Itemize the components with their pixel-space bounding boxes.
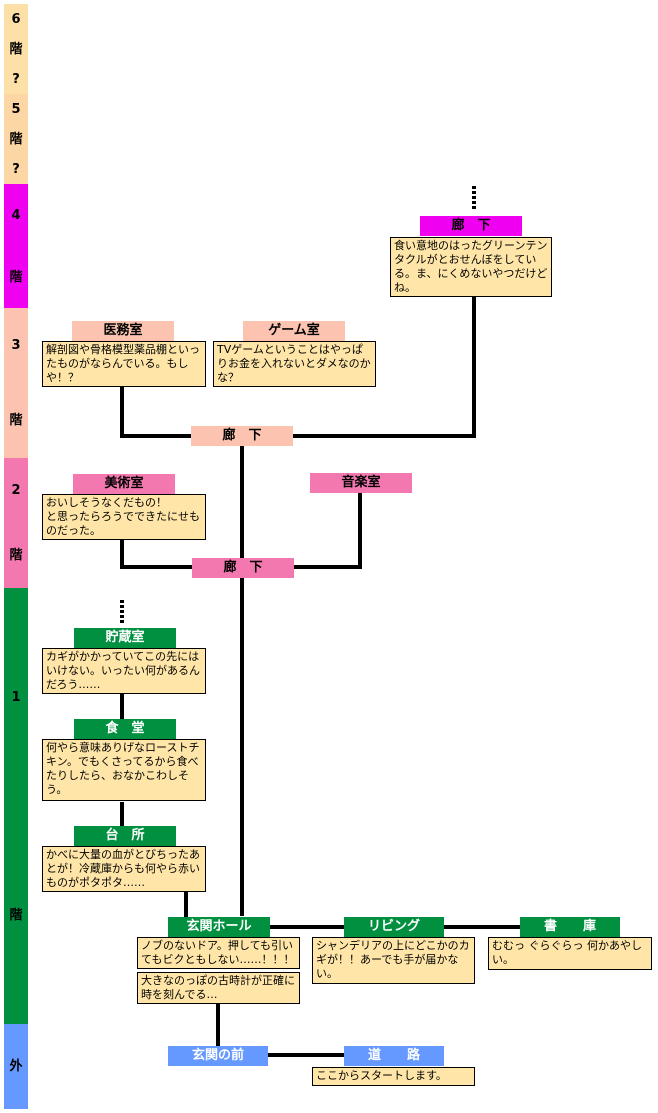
connector-front-road bbox=[268, 1053, 344, 1057]
connector-1f-dining-kitchen bbox=[120, 802, 124, 827]
room-1f-storage[interactable]: 貯蔵室 bbox=[74, 628, 176, 648]
room-3f-hallway[interactable]: 廊 下 bbox=[191, 426, 293, 446]
floor-6-kai: 階 bbox=[9, 41, 23, 57]
desc-1f-storage: カギがかかっていてこの先にはいけない。いったい何があるんだろう…… bbox=[42, 648, 206, 694]
room-out-road[interactable]: 道 路 bbox=[344, 1046, 444, 1066]
room-3f-medical[interactable]: 医務室 bbox=[72, 321, 174, 341]
room-2f-hallway[interactable]: 廊 下 bbox=[192, 558, 294, 578]
connector-entrance-front bbox=[216, 1004, 220, 1046]
floor-6-q: ? bbox=[12, 71, 20, 87]
connector-1f-storage-dining bbox=[120, 682, 124, 720]
floor-4-num: 4 bbox=[11, 207, 21, 223]
room-1f-dining[interactable]: 食 堂 bbox=[74, 719, 176, 739]
desc-1f-entrance-door: ノブのないドア。押しても引いてもビクともしない……！！！ bbox=[137, 937, 300, 969]
room-1f-study[interactable]: 書 庫 bbox=[520, 917, 620, 937]
connector-3f-hall-right bbox=[292, 434, 476, 438]
floor-out-label: 外 bbox=[9, 1059, 23, 1074]
connector-2f-hall-right bbox=[292, 565, 362, 569]
connector-1f-entrance-living bbox=[270, 925, 344, 929]
floor-1-kai: 階 bbox=[9, 907, 23, 923]
floor-3-kai: 階 bbox=[9, 413, 23, 428]
room-2f-art[interactable]: 美術室 bbox=[73, 474, 175, 494]
room-1f-living[interactable]: リビング bbox=[344, 917, 444, 937]
desc-3f-game: TVゲームということはやっぱりお金を入れないとダメなのかな？ bbox=[213, 341, 376, 387]
floor-5-kai: 階 bbox=[9, 131, 23, 147]
floor-out-band: 外 bbox=[4, 1024, 28, 1109]
desc-1f-entrance-clock: 大きなのっぽの古時計が正確に時を刻んでる… bbox=[137, 972, 300, 1004]
room-3f-game[interactable]: ゲーム室 bbox=[243, 321, 345, 341]
floor-3-num: 3 bbox=[11, 338, 21, 353]
room-1f-entrance-hall[interactable]: 玄関ホール bbox=[168, 917, 270, 937]
connector-4f-vertical bbox=[472, 296, 476, 438]
room-4f-hallway[interactable]: 廊 下 bbox=[420, 216, 522, 236]
room-out-front[interactable]: 玄関の前 bbox=[168, 1046, 268, 1066]
room-2f-music[interactable]: 音楽室 bbox=[310, 473, 412, 493]
floor-5-band: 5 階 ? bbox=[4, 94, 28, 184]
desc-1f-study: むむっ ぐらぐらっ 何かあやしい。 bbox=[488, 937, 652, 970]
connector-3f-medical-down bbox=[120, 386, 124, 438]
connector-main-vertical bbox=[240, 446, 244, 916]
floor-6-band: 6 階 ? bbox=[4, 4, 28, 94]
desc-2f-art: おいしそうなくだもの！ と思ったらろうでできたにせものだった。 bbox=[42, 494, 206, 540]
connector-2f-music-down bbox=[358, 493, 362, 569]
connector-2f-art-down bbox=[120, 540, 124, 569]
continuation-dots-storage bbox=[120, 600, 124, 625]
floor-5-q: ? bbox=[12, 161, 20, 177]
floor-4-kai: 階 bbox=[9, 269, 23, 285]
connector-1f-living-study bbox=[444, 925, 520, 929]
floor-1-num: 1 bbox=[11, 689, 21, 705]
desc-1f-living: シャンデリアの上にどこかのカギが！！あーでも手が届かない。 bbox=[312, 937, 475, 984]
floor-2-kai: 階 bbox=[9, 548, 23, 563]
continuation-dots-4f bbox=[472, 186, 476, 211]
floor-1-band: 1 階 bbox=[4, 588, 28, 1024]
floor-2-band: 2 階 bbox=[4, 458, 28, 588]
desc-3f-medical: 解剖図や骨格模型薬品棚といったものがならんでいる。もしや！？ bbox=[42, 341, 206, 387]
connector-3f-hall-left bbox=[120, 434, 192, 438]
floor-5-num: 5 bbox=[11, 101, 21, 117]
desc-out-road: ここからスタートします。 bbox=[312, 1067, 475, 1086]
desc-1f-dining: 何やら意味ありげなローストチキン。でもくさってるから食べたりしたら、おなかこわし… bbox=[42, 739, 206, 801]
floor-4-band: 4 階 bbox=[4, 184, 28, 308]
desc-4f-hallway: 食い意地のはったグリーンテンタクルがとおせんぼをしている。ま、にくめないやつだけ… bbox=[390, 237, 552, 297]
floor-3-band: 3 階 bbox=[4, 308, 28, 458]
floor-2-num: 2 bbox=[11, 483, 21, 498]
desc-1f-kitchen: かべに大量の血がとびちったあとが！冷蔵庫からも何やら赤いものがポタポタ…… bbox=[42, 846, 206, 892]
connector-1f-kitchen-entrance bbox=[184, 892, 188, 918]
floor-6-num: 6 bbox=[11, 11, 21, 27]
room-1f-kitchen[interactable]: 台 所 bbox=[74, 826, 176, 846]
connector-2f-hall-left bbox=[120, 565, 192, 569]
